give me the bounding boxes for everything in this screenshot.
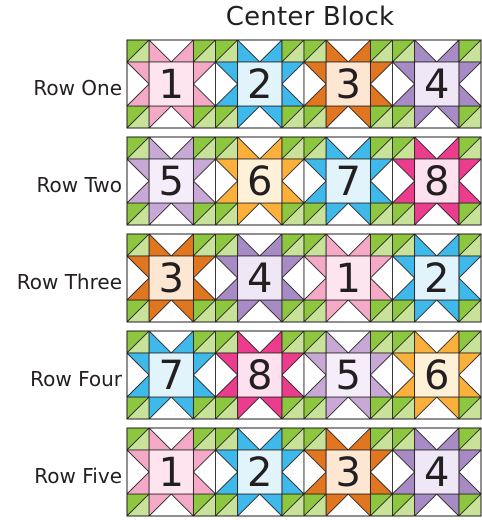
block-number: 6	[247, 159, 272, 205]
star-block: 3	[127, 234, 216, 322]
star-block: 4	[393, 428, 482, 516]
block-number: 5	[336, 353, 361, 399]
star-block: 2	[393, 234, 482, 322]
star-block: 5	[304, 331, 393, 419]
block-number: 1	[336, 256, 361, 302]
block-number: 6	[424, 353, 449, 399]
block-number: 1	[159, 62, 184, 108]
block-number: 3	[336, 62, 361, 108]
block-number: 1	[159, 450, 184, 496]
block-number: 3	[159, 256, 184, 302]
star-block: 2	[216, 40, 305, 128]
block-number: 2	[424, 256, 449, 302]
star-block: 8	[216, 331, 305, 419]
block-number: 8	[424, 159, 449, 205]
block-number: 7	[159, 353, 184, 399]
star-block: 3	[304, 428, 393, 516]
quilt-row: 3 4 1 2	[127, 234, 481, 322]
block-number: 3	[336, 450, 361, 496]
block-number: 4	[424, 62, 449, 108]
block-number: 5	[159, 159, 184, 205]
star-block: 4	[216, 234, 305, 322]
block-number: 4	[247, 256, 272, 302]
star-block: 3	[304, 40, 393, 128]
block-number: 8	[247, 353, 272, 399]
quilt-row: 5 6 7 8	[127, 137, 481, 225]
star-block: 4	[393, 40, 482, 128]
star-block: 8	[393, 137, 482, 225]
star-block: 1	[127, 428, 216, 516]
quilt-row: 1 2 3 4	[127, 40, 481, 128]
block-number: 2	[247, 62, 272, 108]
quilt-row: 7 8 5 6	[127, 331, 481, 419]
star-block: 6	[216, 137, 305, 225]
star-block: 7	[127, 331, 216, 419]
block-number: 2	[247, 450, 272, 496]
star-block: 6	[393, 331, 482, 419]
star-block: 2	[216, 428, 305, 516]
star-block: 5	[127, 137, 216, 225]
star-block: 7	[304, 137, 393, 225]
star-block: 1	[127, 40, 216, 128]
star-block: 1	[304, 234, 393, 322]
block-number: 4	[424, 450, 449, 496]
block-number: 7	[336, 159, 361, 205]
quilt-row: 1 2 3 4	[127, 428, 481, 516]
